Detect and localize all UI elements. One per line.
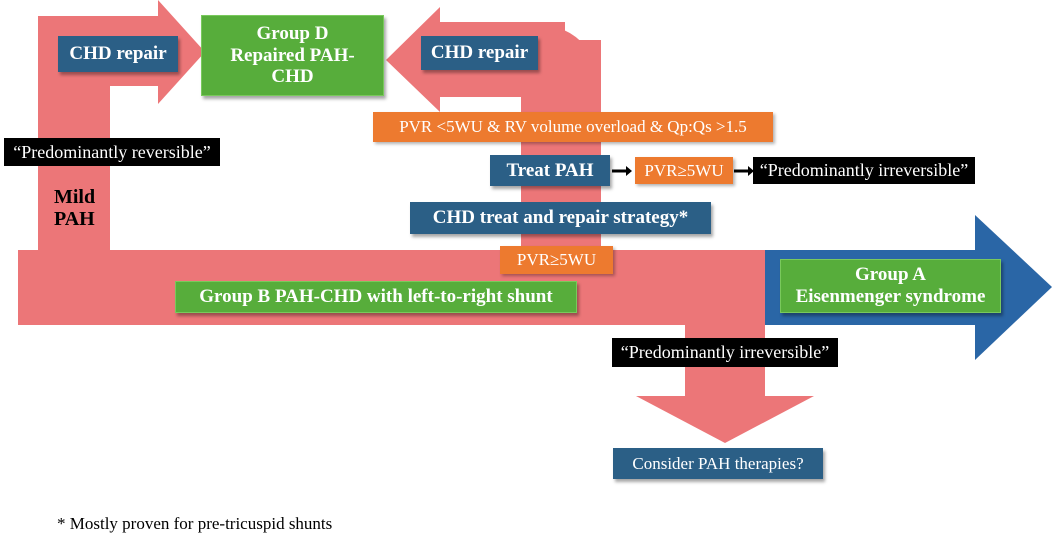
treat-pah-box: Treat PAH xyxy=(490,155,610,186)
pvr-condition-box: PVR <5WU & RV volume overload & Qp:Qs >1… xyxy=(373,112,773,142)
chd-treat-repair-box: CHD treat and repair strategy* xyxy=(410,202,711,234)
chd-repair-left-box: CHD repair xyxy=(58,36,178,72)
top-right-curve xyxy=(521,22,601,100)
pvr-ge-5wu-small-box: PVR≥5WU xyxy=(635,157,733,184)
predominantly-reversible-label: “Predominantly reversible” xyxy=(4,138,220,166)
consider-pah-therapies-box: Consider PAH therapies? xyxy=(613,448,823,479)
group-a-box: Group A Eisenmenger syndrome xyxy=(780,259,1001,313)
arrow-treat-to-pvr-head xyxy=(626,166,632,176)
pvr-ge-5wu-box: PVR≥5WU xyxy=(500,246,613,274)
footnote: * Mostly proven for pre-tricuspid shunts xyxy=(57,514,333,533)
predominantly-irreversible-top-label: “Predominantly irreversible” xyxy=(753,157,975,184)
mild-pah-label: Mild PAH xyxy=(54,186,96,230)
group-d-box: Group D Repaired PAH- CHD xyxy=(201,15,384,96)
top-left-arrowhead xyxy=(158,0,205,104)
group-b-box: Group B PAH-CHD with left-to-right shunt xyxy=(175,281,577,313)
predominantly-irreversible-bottom-label: “Predominantly irreversible” xyxy=(612,338,838,367)
blue-arrowhead xyxy=(975,215,1052,360)
down-arrowhead xyxy=(636,396,814,443)
chd-repair-right-box: CHD repair xyxy=(421,36,538,70)
top-right-arrowhead xyxy=(386,7,440,112)
arrow-pvr-to-irreversible-head xyxy=(748,166,754,176)
